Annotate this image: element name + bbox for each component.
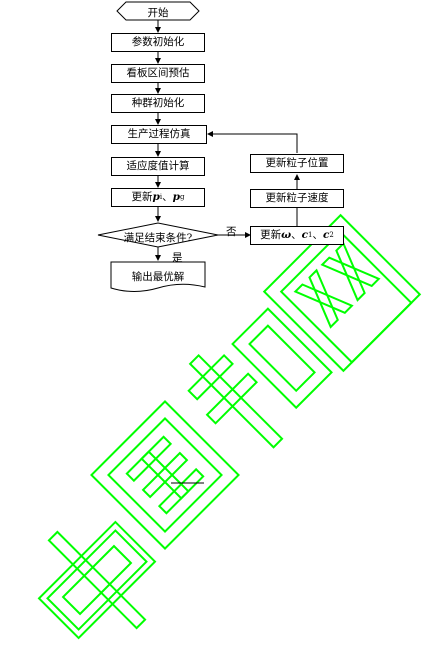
update-w-prefix: 更新 bbox=[260, 229, 282, 242]
update-p-var1: p bbox=[152, 191, 160, 204]
update-w-sep2: 、 bbox=[312, 229, 324, 242]
update-w-var3: c bbox=[323, 229, 330, 242]
watermark-char-zhi bbox=[187, 307, 333, 449]
update-w-var1: ω bbox=[281, 229, 292, 242]
start-terminator bbox=[116, 1, 200, 21]
watermark-char-guo bbox=[90, 400, 240, 550]
update-p-var2: p bbox=[172, 191, 180, 204]
watermark-char-wang bbox=[262, 213, 422, 373]
output-document bbox=[110, 261, 206, 292]
update-p-sub1: i bbox=[159, 193, 163, 201]
update-w-sub2: 1 bbox=[308, 231, 313, 239]
kanban-interval-box: 看板区间预估 bbox=[111, 64, 205, 83]
update-w-sub3: 2 bbox=[329, 231, 334, 239]
output-label: 输出最优解 bbox=[131, 271, 185, 283]
update-w-var2: c bbox=[301, 229, 309, 242]
init-population-box: 种群初始化 bbox=[111, 94, 205, 113]
update-p-sub2: g bbox=[179, 193, 185, 201]
flow-arrows bbox=[155, 20, 300, 261]
update-position-box: 更新粒子位置 bbox=[250, 154, 344, 173]
watermark-char-zhong bbox=[37, 520, 157, 640]
update-p-prefix: 更新 bbox=[131, 191, 153, 204]
fitness-box: 适应度值计算 bbox=[111, 157, 205, 176]
watermark bbox=[37, 213, 422, 640]
condition-label: 满足结束条件? bbox=[123, 232, 193, 244]
update-w-sep1: 、 bbox=[291, 229, 302, 242]
no-label: 否 bbox=[226, 226, 237, 238]
simulate-box: 生产过程仿真 bbox=[111, 125, 207, 144]
update-velocity-box: 更新粒子速度 bbox=[250, 189, 344, 208]
init-params-box: 参数初始化 bbox=[111, 33, 205, 52]
update-p-sep: 、 bbox=[162, 191, 173, 204]
yes-label: 是 bbox=[172, 252, 183, 264]
start-label: 开始 bbox=[147, 7, 169, 19]
